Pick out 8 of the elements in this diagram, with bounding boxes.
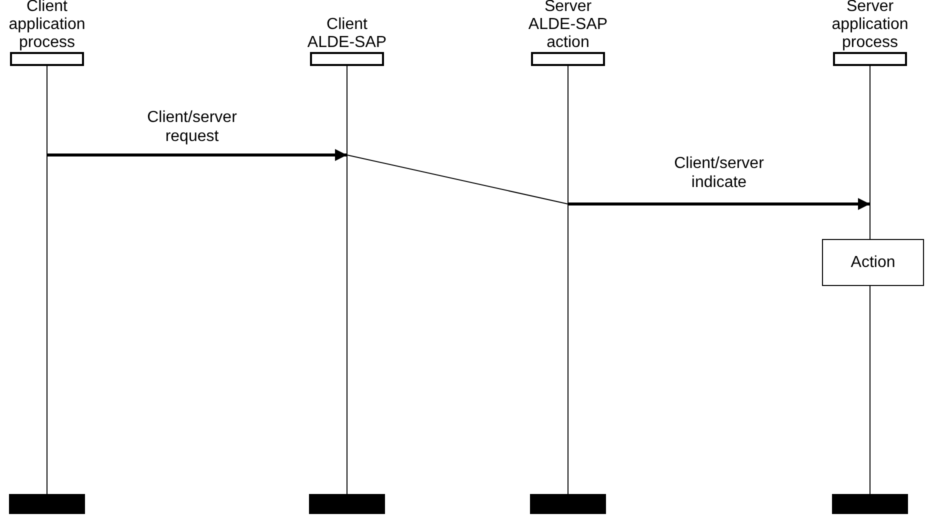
lifeline-end-bar xyxy=(832,494,908,514)
message-arrow xyxy=(47,149,347,161)
action-box: Action xyxy=(822,239,924,286)
connector-line xyxy=(346,154,568,204)
lifeline-heading: Server application process xyxy=(830,0,910,52)
message-arrow xyxy=(568,198,870,210)
lifeline-heading: Server ALDE-SAP action xyxy=(527,0,609,52)
lifeline-heading: Client ALDE-SAP xyxy=(306,15,388,52)
